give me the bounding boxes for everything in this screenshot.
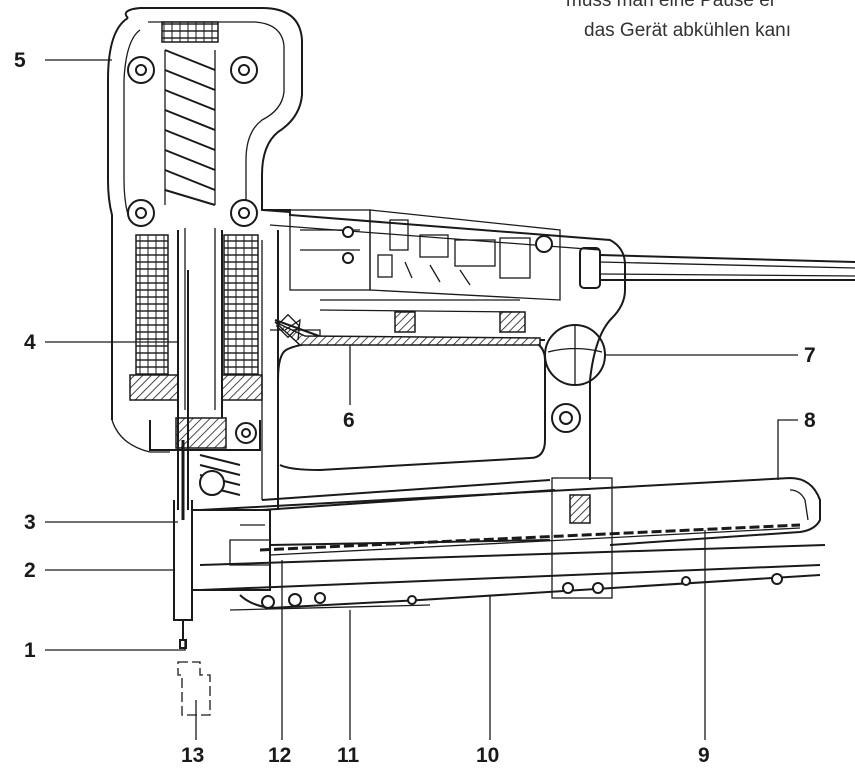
callout-2: 2 [24, 559, 36, 582]
callout-8: 8 [804, 409, 816, 432]
magazine [199, 476, 826, 611]
callout-3: 3 [24, 511, 36, 534]
top-text-line-1: muss man eine Pause ei [566, 0, 774, 11]
adjustment-knob [544, 324, 606, 386]
return-spring [199, 454, 241, 496]
callout-6: 6 [343, 409, 355, 432]
electronics-board [289, 209, 561, 333]
main-body-housing [261, 209, 626, 511]
handle-screws [127, 56, 581, 444]
callout-5: 5 [14, 49, 26, 72]
driver-blade [173, 270, 193, 649]
leader-lines [45, 59, 798, 740]
top-text-line-2: das Gerät abkühlen kanı [584, 20, 791, 41]
solenoid-coil [129, 234, 263, 401]
callout-7: 7 [804, 344, 816, 367]
callout-9: 9 [698, 744, 710, 767]
callout-4: 4 [24, 331, 36, 354]
handle-housing [107, 7, 303, 453]
power-cable [579, 247, 855, 289]
callout-10: 10 [476, 744, 499, 767]
callout-11: 11 [337, 744, 360, 767]
trigger-lever [274, 313, 545, 346]
main-spring [161, 21, 219, 206]
callout-13: 13 [181, 744, 204, 767]
staple-detail [177, 661, 211, 716]
nose-piece [192, 509, 271, 591]
callout-1: 1 [24, 639, 36, 662]
callout-12: 12 [268, 744, 291, 767]
